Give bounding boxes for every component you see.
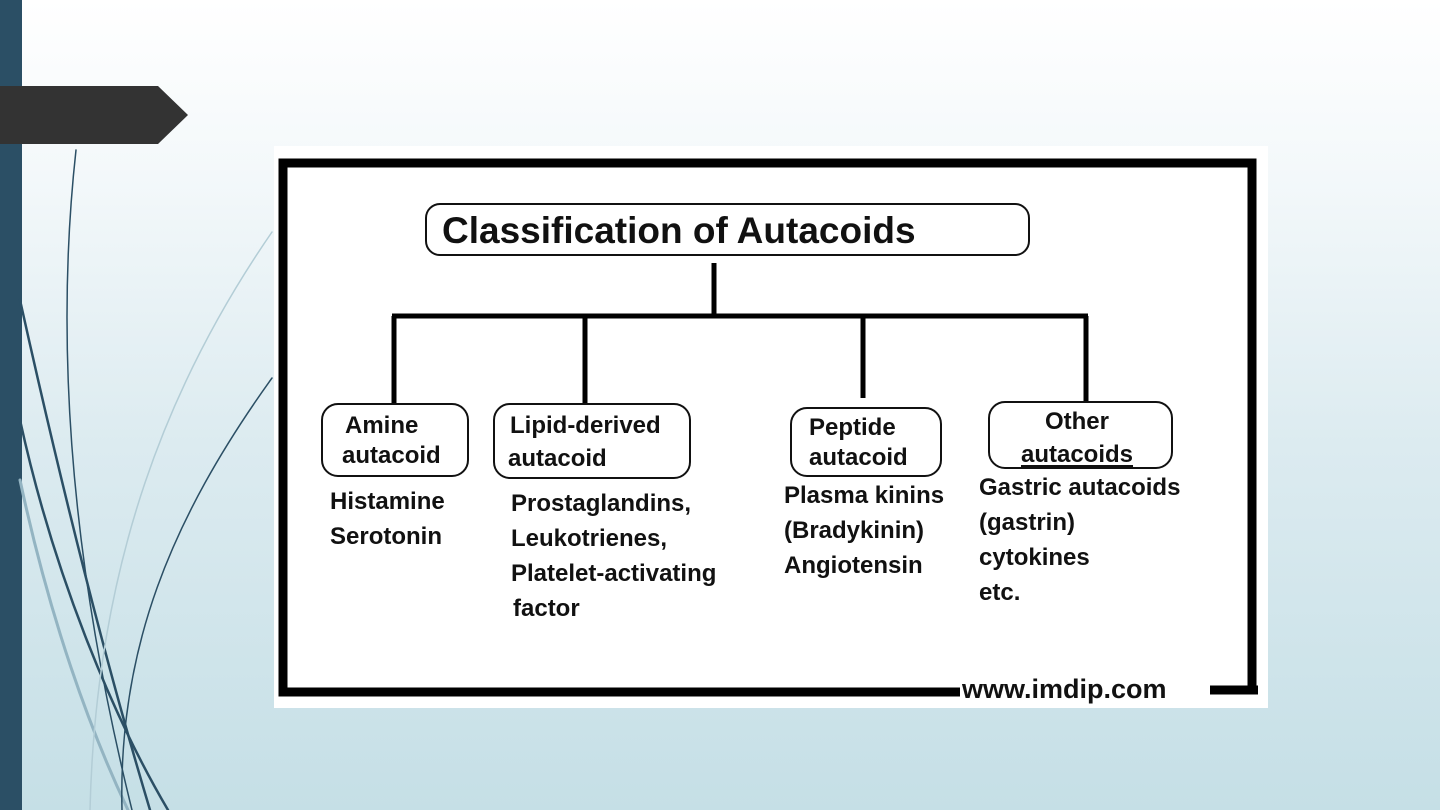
category-label-line: Peptide [809, 414, 896, 441]
list-item: (gastrin) [979, 509, 1075, 536]
category-label-line: Amine [345, 412, 419, 439]
title-box [425, 203, 1030, 256]
list-item: (Bradykinin) [784, 517, 925, 544]
title-tab-shape [0, 86, 188, 144]
category-items-peptide: Plasma kinins (Bradykinin) Angiotensin [784, 478, 944, 583]
category-box-lipid [493, 403, 691, 479]
list-item: Gastric autacoids [979, 474, 1181, 501]
category-box-other [988, 401, 1173, 469]
list-item: Histamine [330, 488, 445, 515]
category-label-peptide: Peptide autacoid [809, 413, 908, 473]
autacoid-classification-diagram: Classification of Autacoids Amine autaco… [274, 146, 1268, 708]
list-item: factor [513, 595, 580, 622]
category-items-lipid: Prostaglandins, Leukotrienes, Platelet-a… [511, 486, 716, 626]
category-label-line: autacoid [809, 444, 908, 471]
left-sidebar-bar [0, 0, 22, 810]
category-label-line: autacoid [342, 442, 441, 469]
list-item: Platelet-activating [511, 560, 717, 587]
category-label-line: Lipid-derived [510, 412, 661, 439]
list-item: Leukotrienes, [511, 525, 668, 552]
category-label-line: autacoids [1020, 441, 1134, 468]
category-items-amine: Histamine Serotonin [330, 484, 445, 554]
category-box-amine [321, 403, 469, 477]
category-label-lipid: Lipid-derived autacoid [508, 411, 661, 474]
diagram-title: Classification of Autacoids [442, 210, 916, 251]
decorative-curves [18, 149, 273, 810]
diagram-lines [278, 158, 1258, 697]
list-item: Serotonin [330, 523, 442, 550]
category-label-amine: Amine autacoid [342, 411, 441, 471]
list-item: cytokines [979, 544, 1090, 571]
list-item: Angiotensin [784, 552, 923, 579]
list-item: etc. [979, 579, 1021, 606]
watermark-url: www.imdip.com [962, 674, 1167, 704]
category-items-other: Gastric autacoids (gastrin) cytokines et… [979, 470, 1180, 610]
category-label-line: Other [1044, 408, 1109, 435]
category-label-other: Other autacoids [1016, 407, 1138, 470]
category-label-line: autacoid [508, 445, 607, 472]
diagram-border [278, 158, 1257, 697]
list-item: Plasma kinins [784, 482, 945, 509]
category-box-peptide [790, 407, 942, 477]
list-item: Prostaglandins, [511, 490, 692, 517]
